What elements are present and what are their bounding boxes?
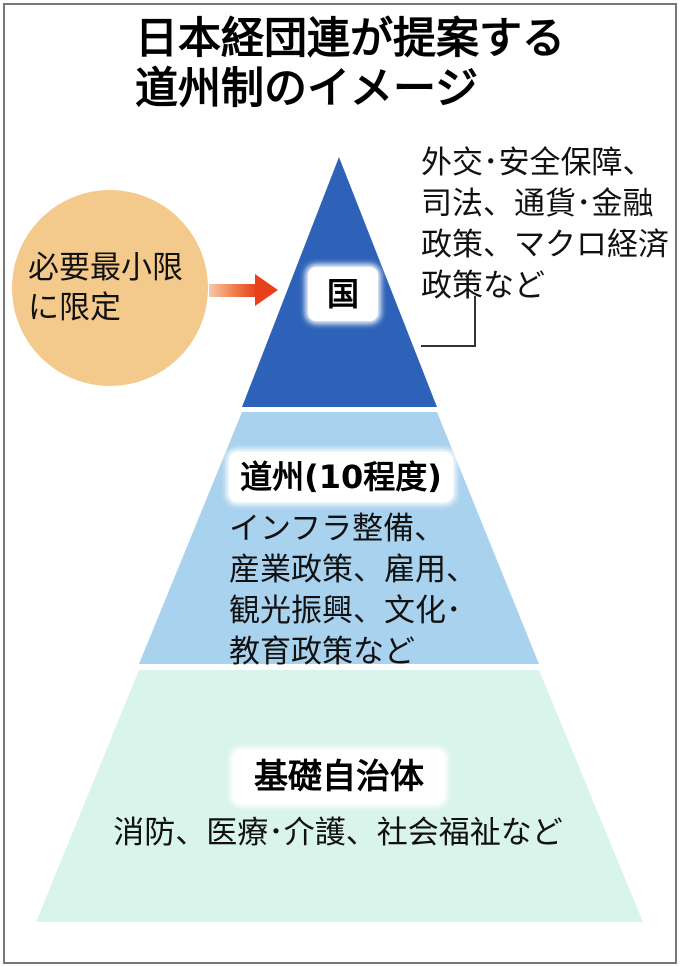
national-desc-line-3: 政策、マクロ経済	[421, 227, 669, 263]
minimal-scope-circle	[12, 190, 208, 386]
regional-desc-line-2: 産業政策、雇用、	[229, 552, 477, 588]
tier-label-regional: 道州(10程度)	[229, 452, 453, 502]
national-desc-line-2: 司法、通貨･金融	[421, 186, 654, 222]
callout-connector-line	[421, 296, 476, 347]
regional-desc-line-1: インフラ整備、	[229, 511, 446, 547]
tier-label-national: 国	[308, 267, 378, 321]
minimal-scope-line-1: 必要最小限	[28, 250, 183, 286]
regional-desc-line-3: 観光振興、文化･	[229, 593, 462, 629]
diagram-title: 日本経団連が提案する 道州制のイメージ	[135, 14, 565, 114]
tier-description-municipal: 消防、医療･介護、社会福祉など	[0, 813, 676, 854]
tier-label-municipal: 基礎自治体	[233, 750, 445, 804]
arrow-to-national-tier	[209, 274, 278, 306]
tier-description-national: 外交･安全保障、 司法、通貨･金融 政策、マクロ経済 政策など	[421, 143, 669, 307]
minimal-scope-note: 必要最小限 に限定	[28, 248, 183, 328]
municipal-desc-line-1: 消防、医療･介護、社会福祉など	[113, 815, 563, 851]
regional-desc-line-4: 教育政策など	[229, 634, 415, 670]
title-line-2: 道州制のイメージ	[135, 64, 479, 114]
national-desc-line-4: 政策など	[421, 268, 545, 304]
minimal-scope-line-2: に限定	[28, 290, 121, 326]
national-desc-line-1: 外交･安全保障、	[421, 145, 654, 181]
title-line-1: 日本経団連が提案する	[135, 14, 565, 64]
tier-description-regional: インフラ整備、 産業政策、雇用、 観光振興、文化･ 教育政策など	[229, 509, 477, 673]
